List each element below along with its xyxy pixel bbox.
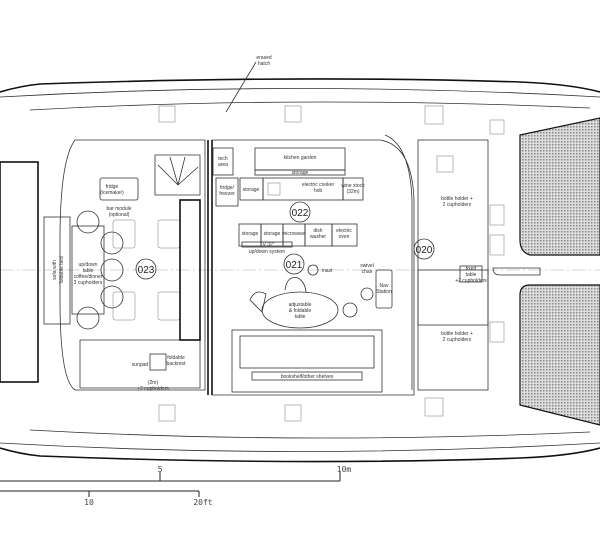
scale-bar-metric	[0, 472, 341, 482]
trampoline-starboard	[519, 284, 600, 426]
tech-area-label: area	[218, 162, 228, 168]
table-label: & foldable	[289, 308, 311, 314]
zone-020-marker	[413, 238, 435, 260]
mast-label: mast	[322, 268, 333, 274]
dishwasher-label: dish	[313, 228, 322, 234]
transom-step	[0, 161, 39, 383]
interior-wall	[179, 199, 201, 341]
wine-stock	[342, 177, 364, 201]
tech-area	[212, 147, 234, 176]
bookshelf-label: bookshelf/other shelves	[281, 374, 334, 380]
hob-label: electric cooker	[302, 182, 335, 188]
bar-module	[99, 177, 139, 201]
zone-021: 021	[286, 260, 303, 271]
oven-label: electric	[336, 228, 352, 234]
sunpad-label: sunpad	[132, 362, 149, 368]
fixed-table-label: fixed	[466, 266, 477, 272]
scale-label-10m: 10m	[337, 465, 352, 474]
trampoline-port	[519, 117, 600, 256]
nav-station-label: Station	[376, 289, 392, 295]
forward-cockpit	[417, 139, 489, 391]
fridge-label: (icemaker)	[100, 190, 124, 196]
storage-shelf	[254, 169, 346, 176]
chair	[284, 277, 307, 293]
erased-hatch-label: erased	[256, 55, 272, 61]
storage-2-label: storage	[264, 231, 281, 237]
erased-hatch-label: hatch	[258, 61, 270, 67]
scale-label-5m: 5	[158, 465, 163, 474]
bar-module-label: bar module	[106, 206, 131, 212]
sink	[267, 182, 281, 196]
table-label: adjustable	[289, 302, 312, 308]
kitchen-garden-label: kitchen garden	[284, 155, 317, 161]
bottle-holder-label: 2 cupholders	[443, 202, 472, 208]
zone-022-marker	[289, 201, 311, 223]
saloon-sofa	[231, 329, 383, 393]
swivel-chair	[360, 287, 374, 301]
scale-label-20ft: 20ft	[193, 498, 212, 507]
oven-label: oven	[339, 234, 350, 240]
table-label: table	[295, 314, 306, 320]
fridge-freezer-label: freezer	[219, 191, 235, 197]
wine-stock-label: wine stock	[341, 183, 365, 189]
scale-label-10ft: 10	[84, 498, 94, 507]
dishwasher-label: washer	[310, 234, 326, 240]
cupholders-label: (2m)	[148, 380, 159, 386]
fixed-table-label: +2 cupholders	[455, 278, 487, 284]
fridge-freezer-label: fridge/	[220, 185, 235, 191]
scale-bar-imperial	[0, 490, 200, 497]
hob-label: hob	[314, 188, 323, 194]
sunpad	[149, 353, 167, 371]
sofa-label: sofa with	[52, 260, 58, 280]
bar-module-label: (optional)	[109, 212, 130, 218]
bottle-holder-label: 2 cupholders	[443, 337, 472, 343]
mast	[307, 264, 319, 276]
storage-galley-label: storage	[243, 187, 260, 193]
bottle-holder-label: bottle holder +	[441, 331, 473, 337]
microwave-label: microwave	[282, 231, 306, 237]
backrest-label: backrest	[167, 361, 187, 367]
deck-hatches	[112, 105, 505, 422]
zone-023: 023	[138, 265, 155, 276]
sofa-bed	[43, 216, 71, 325]
nav-station-label: Nav	[380, 283, 389, 289]
hull-outline	[0, 78, 600, 463]
spiral-staircase	[154, 154, 201, 196]
backrest-label: foldable	[167, 355, 185, 361]
chair	[249, 291, 267, 313]
stools	[76, 210, 124, 330]
bottle-holder-label: bottle holder +	[441, 196, 473, 202]
zone-023-marker	[135, 258, 157, 280]
storage-1-label: storage	[242, 231, 259, 237]
leader-line	[225, 61, 257, 113]
updown-system-label: up/down system	[249, 249, 285, 255]
updown-table-label: table	[83, 268, 94, 274]
updown-table-label: up/down	[79, 262, 98, 268]
wine-stock-label: (32m)	[346, 189, 359, 195]
tech-area-label: tech	[218, 156, 228, 162]
zone-021-marker	[283, 253, 305, 275]
storage-top-label: storage	[292, 170, 309, 176]
zone-020: 020	[416, 245, 433, 256]
table-base	[342, 302, 358, 318]
adjustable-table	[261, 291, 339, 329]
fixed-table-label: table	[466, 272, 477, 278]
fixed-table	[459, 265, 483, 283]
fridge-freezer	[215, 177, 239, 207]
cupholders-label: +2 cupholders	[137, 386, 169, 392]
swivel-chair-label: swivel	[360, 263, 374, 269]
updown-table-label: coffee/dinner	[74, 274, 103, 280]
updown-table	[71, 225, 105, 315]
bow-beam	[492, 267, 541, 276]
nav-station	[375, 269, 393, 309]
tv-label: TV 32"	[259, 242, 274, 248]
fridge-label: fridge	[106, 184, 119, 190]
zone-022: 022	[292, 208, 309, 219]
galley-units	[238, 223, 358, 248]
swivel-chair-label: chair	[362, 269, 373, 275]
updown-table-label: 3 cupholders	[74, 280, 103, 286]
sofa-label-2: foldable bed	[59, 256, 65, 283]
